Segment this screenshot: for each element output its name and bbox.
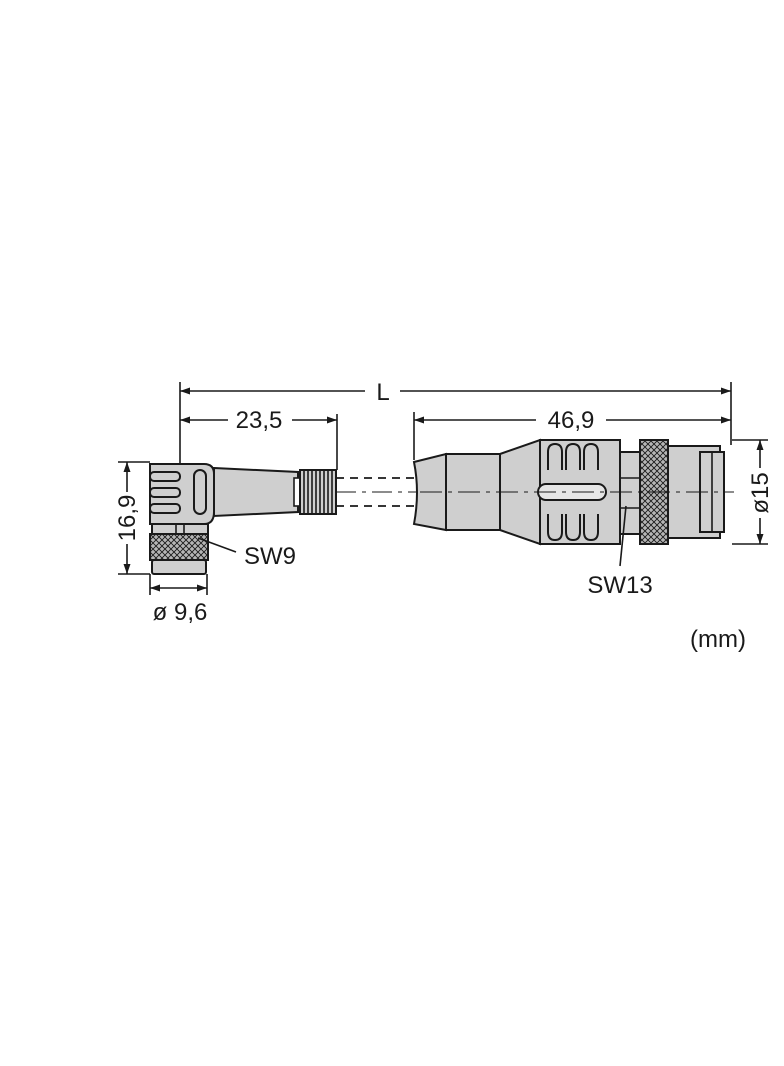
straight-nut-diameter-label: ø15 bbox=[747, 472, 774, 513]
sw9-label: SW9 bbox=[244, 543, 296, 570]
units-label: (mm) bbox=[690, 626, 746, 653]
dimension-angled-nut-diameter: ø 9,6 bbox=[149, 574, 208, 626]
dimension-straight-nut-diameter: ø15 bbox=[732, 439, 774, 545]
dimension-angled-length: 23,5 bbox=[180, 407, 338, 470]
straight-connector bbox=[412, 438, 725, 567]
angled-length-label: 23,5 bbox=[236, 407, 283, 434]
dimension-overall-length: L bbox=[179, 379, 732, 470]
dimension-straight-length: 46,9 bbox=[413, 407, 731, 460]
straight-length-label: 46,9 bbox=[548, 407, 595, 434]
angled-height-label: 16,9 bbox=[114, 495, 141, 542]
overall-length-label: L bbox=[376, 379, 389, 406]
sw13-label: SW13 bbox=[587, 572, 652, 599]
cable-break bbox=[336, 477, 420, 507]
dimension-angled-height: 16,9 bbox=[114, 461, 150, 575]
angled-nut-diameter-label: ø 9,6 bbox=[153, 599, 208, 626]
angled-connector bbox=[149, 463, 337, 575]
